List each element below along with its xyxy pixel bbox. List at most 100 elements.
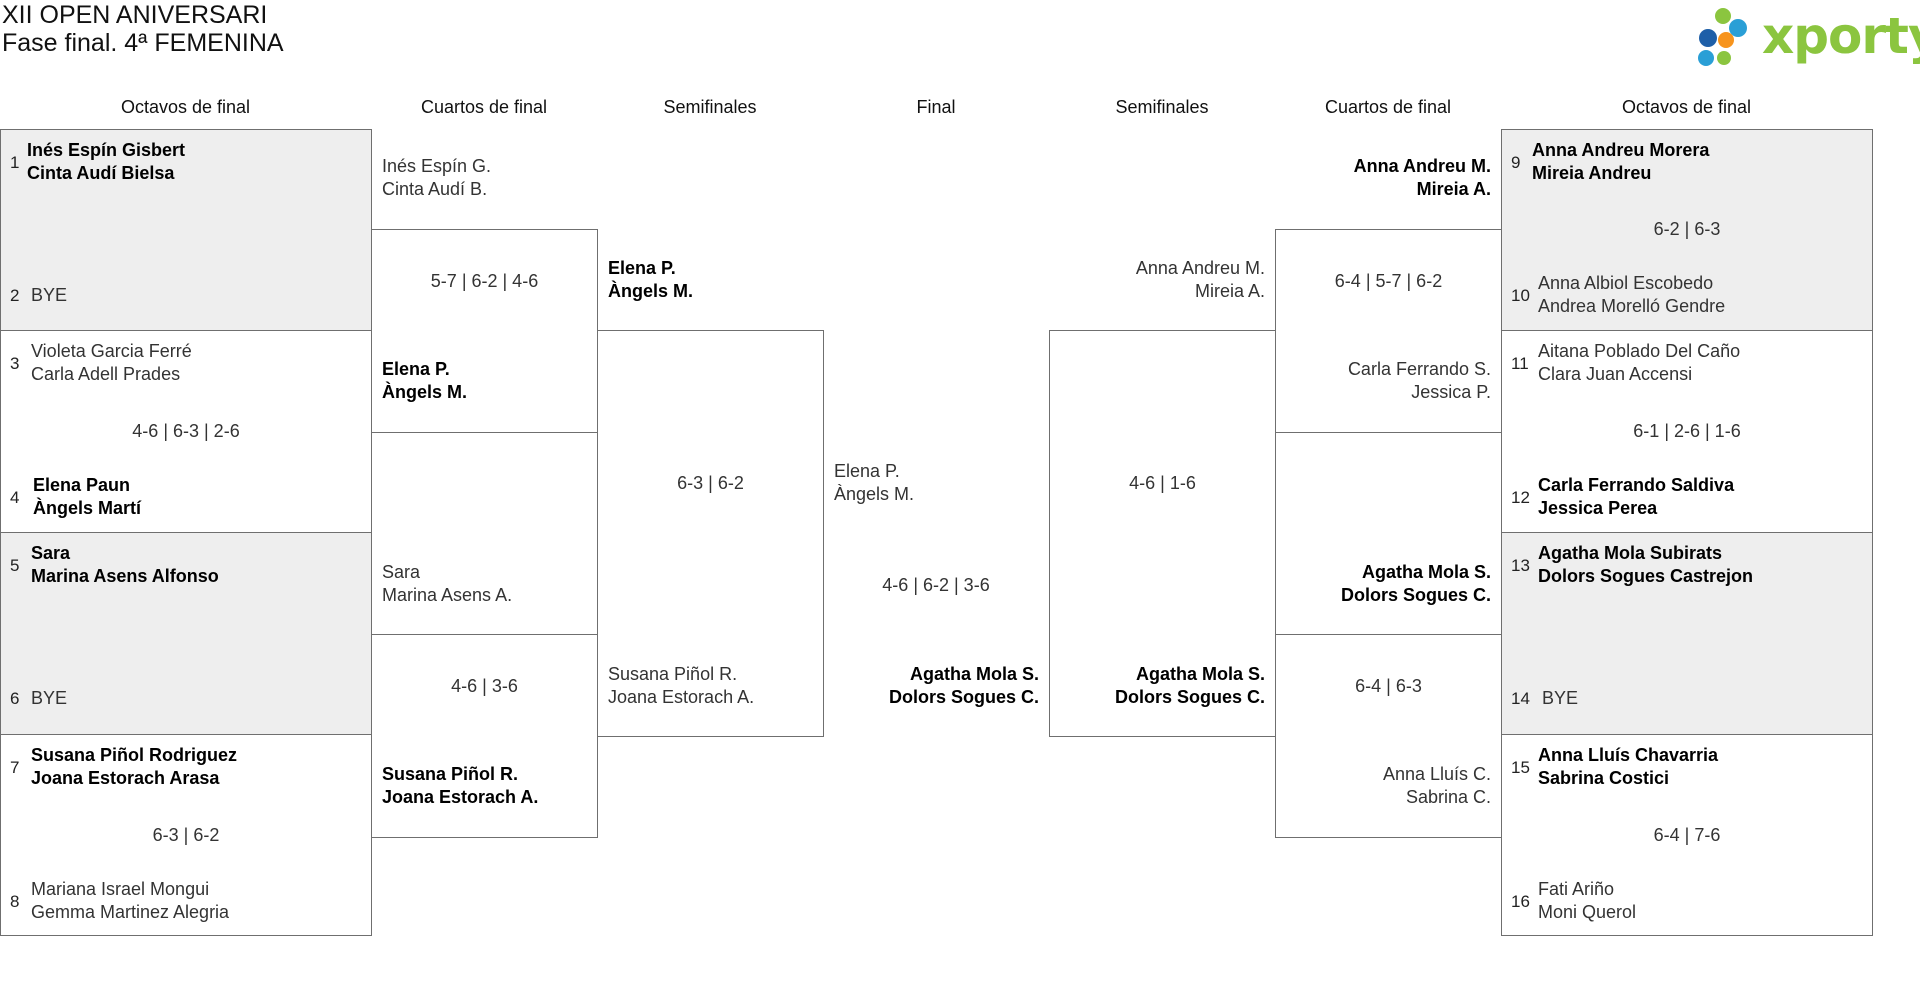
player-name: Inés Espín G. xyxy=(382,156,492,176)
seed-number: 12 xyxy=(1511,488,1530,507)
player-name: Dolors Sogues Castrejon xyxy=(1538,566,1754,586)
player-name: Dolors Sogues C. xyxy=(1114,687,1265,707)
player-name: Joana Estorach A. xyxy=(382,787,539,807)
player-name: Elena Paun xyxy=(33,475,131,495)
team-entry[interactable]: Mariana Israel Mongui Gemma Martinez Ale… xyxy=(31,878,229,924)
match-score: 4-6 | 1-6 xyxy=(1129,473,1196,493)
player-name: Clara Juan Accensi xyxy=(1538,364,1693,384)
match-score: 4-6 | 6-3 | 2-6 xyxy=(132,421,240,441)
xporty-logo[interactable]: xporty xyxy=(1696,6,1920,70)
team-entry[interactable]: Agatha Mola S. Dolors Sogues C. xyxy=(823,663,1039,709)
team-entry[interactable]: Elena P. Àngels M. xyxy=(382,358,467,404)
player-name: Mireia Andreu xyxy=(1532,163,1652,183)
player-name: Àngels M. xyxy=(382,382,468,402)
player-name: Dolors Sogues C. xyxy=(1340,585,1491,605)
bye-entry: BYE xyxy=(1542,687,1578,710)
team-entry[interactable]: Anna Andreu M. Mireia A. xyxy=(1049,257,1265,303)
match-score: 6-2 | 6-3 xyxy=(1653,219,1721,239)
team-entry[interactable]: Sara Marina Asens A. xyxy=(382,561,512,607)
team-entry[interactable]: Inés Espín G. Cinta Audí B. xyxy=(382,155,491,201)
team-entry[interactable]: Anna Andreu Morera Mireia Andreu xyxy=(1532,139,1709,185)
team-entry[interactable]: Agatha Mola Subirats Dolors Sogues Castr… xyxy=(1538,542,1753,588)
match-score: 5-7 | 6-2 | 4-6 xyxy=(430,271,539,291)
team-entry[interactable]: Anna Lluís Chavarria Sabrina Costici xyxy=(1538,744,1718,790)
player-name: Joana Estorach A. xyxy=(608,687,755,707)
player-name: Sabrina C. xyxy=(1405,787,1491,807)
seed-number: 16 xyxy=(1511,892,1530,911)
player-name: Susana Piñol Rodriguez xyxy=(31,745,238,765)
team-entry[interactable]: Anna Andreu M. Mireia A. xyxy=(1275,155,1491,201)
team-entry[interactable]: Susana Piñol R. Joana Estorach A. xyxy=(382,763,538,809)
seed-number: 1 xyxy=(10,153,20,172)
match-octavos-right-1 xyxy=(1501,129,1873,331)
team-entry[interactable]: Violeta Garcia Ferré Carla Adell Prades xyxy=(31,340,192,386)
player-name: Carla Adell Prades xyxy=(31,364,181,384)
team-entry[interactable]: Carla Ferrando Saldiva Jessica Perea xyxy=(1538,474,1734,520)
team-entry[interactable]: Elena P. Àngels M. xyxy=(834,460,914,506)
seed-number: 10 xyxy=(1511,286,1530,305)
player-name: Susana Piñol R. xyxy=(608,664,738,684)
player-name: Dolors Sogues C. xyxy=(888,687,1039,707)
player-name: Anna Albiol Escobedo xyxy=(1538,273,1714,293)
player-name: Àngels Martí xyxy=(33,498,142,518)
player-name: Aitana Poblado Del Caño xyxy=(1538,341,1741,361)
team-entry[interactable]: Sara Marina Asens Alfonso xyxy=(31,542,219,588)
team-entry[interactable]: Agatha Mola S. Dolors Sogues C. xyxy=(1049,663,1265,709)
player-name: Elena P. xyxy=(382,359,450,379)
player-name: Cinta Audí Bielsa xyxy=(27,163,175,183)
header-left-octavos: Octavos de final xyxy=(120,97,251,117)
match-octavos-right-4 xyxy=(1501,734,1873,936)
player-name: Carla Ferrando Saldiva xyxy=(1538,475,1735,495)
team-entry[interactable]: Elena P. Àngels M. xyxy=(608,257,693,303)
team-entry[interactable]: Aitana Poblado Del Caño Clara Juan Accen… xyxy=(1538,340,1740,386)
player-name: Mariana Israel Mongui xyxy=(31,879,210,899)
player-name: Gemma Martinez Alegria xyxy=(31,902,230,922)
team-entry[interactable]: Susana Piñol Rodriguez Joana Estorach Ar… xyxy=(31,744,237,790)
player-name: Anna Andreu M. xyxy=(1353,156,1491,176)
player-name: Joana Estorach Arasa xyxy=(31,768,220,788)
player-name: Anna Andreu M. xyxy=(1135,258,1265,278)
header-right-cuartos: Cuartos de final xyxy=(1324,97,1452,117)
player-name: Cinta Audí B. xyxy=(382,179,488,199)
seed-number: 14 xyxy=(1511,689,1530,708)
seed-number: 7 xyxy=(10,758,20,777)
player-name: Agatha Mola Subirats xyxy=(1538,543,1723,563)
player-name: Anna Lluís C. xyxy=(1382,764,1491,784)
tournament-title: XII OPEN ANIVERSARI xyxy=(2,1,268,29)
player-name: Jessica Perea xyxy=(1538,498,1658,518)
header-right-octavos: Octavos de final xyxy=(1621,97,1752,117)
team-entry[interactable]: Inés Espín Gisbert Cinta Audí Bielsa xyxy=(27,139,185,185)
player-name: Anna Lluís Chavarria xyxy=(1538,745,1719,765)
player-name: Inés Espín Gisbert xyxy=(27,140,186,160)
team-entry[interactable]: Elena Paun Àngels Martí xyxy=(33,474,141,520)
player-name: Agatha Mola S. xyxy=(1361,562,1491,582)
player-name: Fati Ariño xyxy=(1538,879,1615,899)
match-score: 4-6 | 3-6 xyxy=(451,676,518,696)
team-entry[interactable]: Anna Lluís C. Sabrina C. xyxy=(1275,763,1491,809)
seed-number: 2 xyxy=(10,286,20,305)
player-name: BYE xyxy=(1542,688,1579,708)
team-entry[interactable]: Carla Ferrando S. Jessica P. xyxy=(1275,358,1491,404)
player-name: BYE xyxy=(31,688,68,708)
header-right-semis: Semifinales xyxy=(1115,97,1209,117)
match-score: 6-4 | 5-7 | 6-2 xyxy=(1334,271,1443,291)
player-name: Marina Asens A. xyxy=(382,585,513,605)
final-score: 4-6 | 6-2 | 3-6 xyxy=(882,575,990,595)
player-name: Àngels M. xyxy=(834,484,915,504)
player-name: Marina Asens Alfonso xyxy=(31,566,219,586)
team-entry[interactable]: Anna Albiol Escobedo Andrea Morelló Gend… xyxy=(1538,272,1725,318)
header-left-cuartos: Cuartos de final xyxy=(420,97,548,117)
team-entry[interactable]: Agatha Mola S. Dolors Sogues C. xyxy=(1275,561,1491,607)
player-name: Elena P. xyxy=(834,461,900,481)
seed-number: 8 xyxy=(10,892,20,911)
seed-number: 15 xyxy=(1511,758,1530,777)
header-left-semis: Semifinales xyxy=(663,97,757,117)
player-name: Carla Ferrando S. xyxy=(1347,359,1491,379)
player-name: Anna Andreu Morera xyxy=(1532,140,1710,160)
bye-entry: BYE xyxy=(31,284,67,307)
team-entry[interactable]: Fati Ariño Moni Querol xyxy=(1538,878,1636,924)
seed-number: 4 xyxy=(10,488,20,507)
seed-number: 9 xyxy=(1511,153,1521,172)
team-entry[interactable]: Susana Piñol R. Joana Estorach A. xyxy=(608,663,754,709)
player-name: Moni Querol xyxy=(1538,902,1637,922)
